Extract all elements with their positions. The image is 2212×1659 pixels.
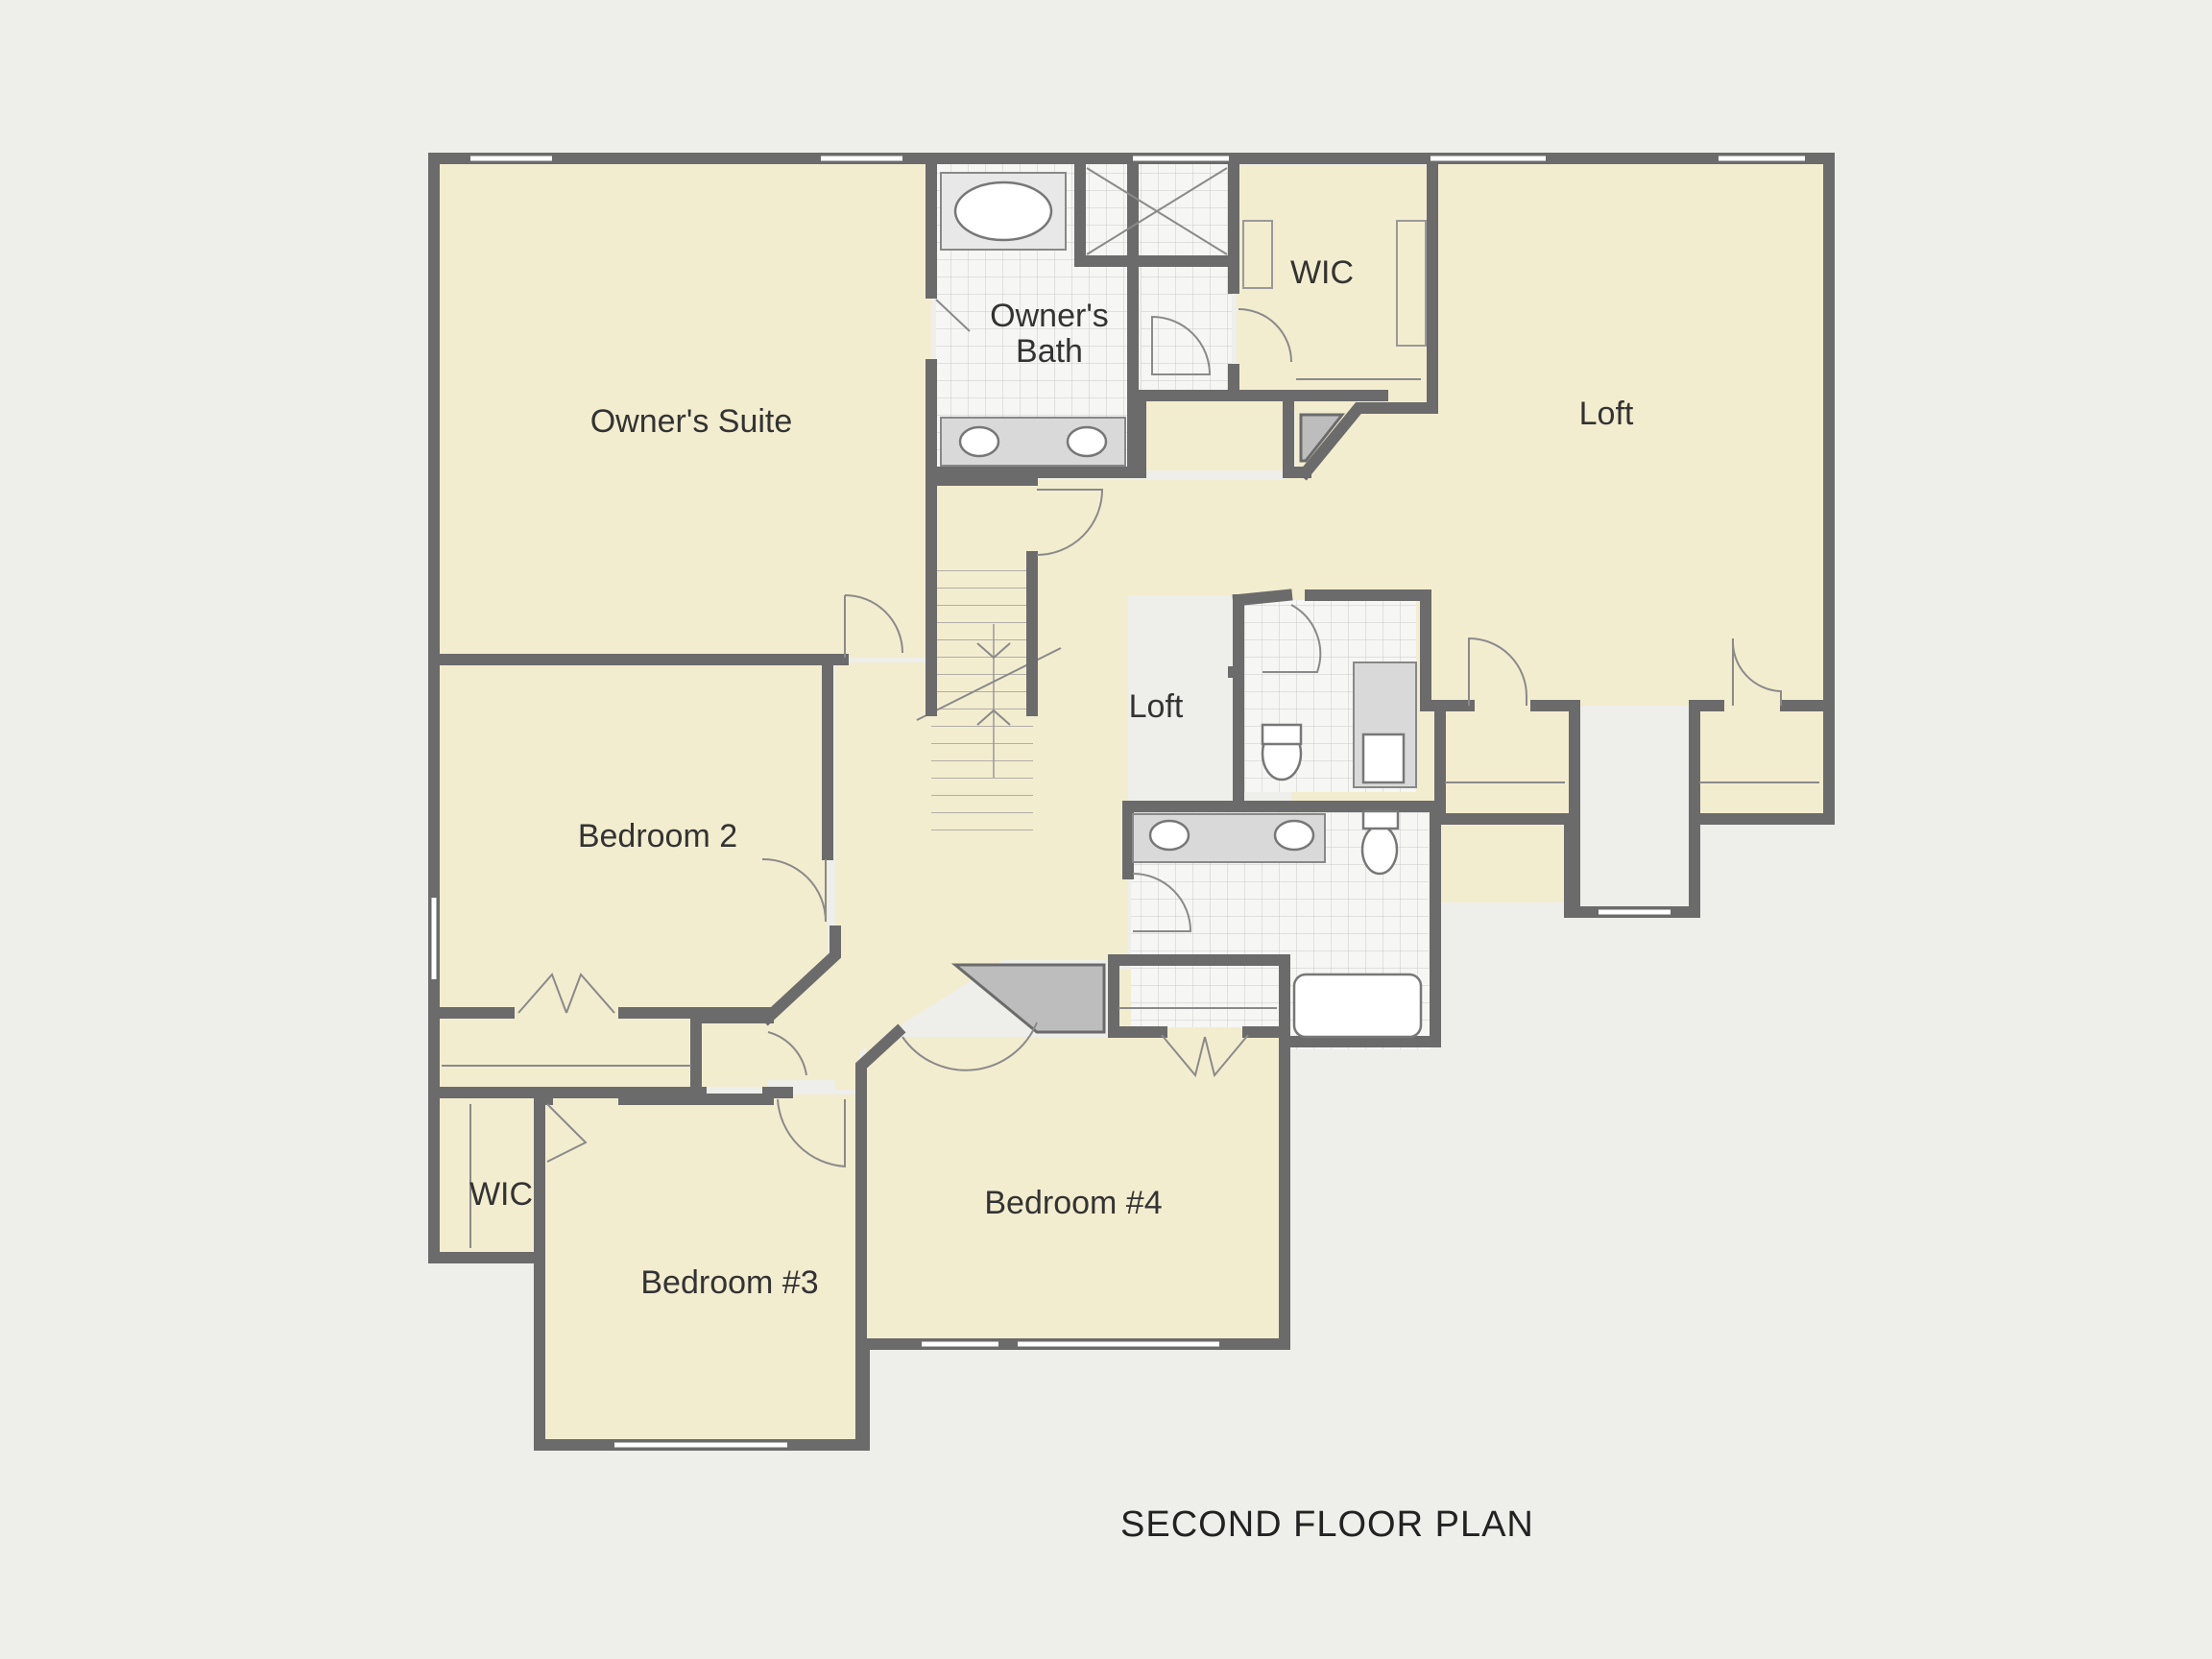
owners-linen-area [1141, 396, 1286, 470]
wic-lower-area [434, 1094, 538, 1253]
stair-arrow-up [976, 709, 1011, 726]
stair-treads [931, 557, 1033, 845]
sink-1 [958, 425, 1000, 458]
room-labels: Owner's Suite Owner's Bath WIC Loft Loft… [469, 254, 1634, 1301]
sink-2 [1066, 425, 1108, 458]
label-loft-right: Loft [1579, 396, 1634, 432]
bedroom2-area [434, 664, 828, 1010]
label-bedroom-2: Bedroom 2 [578, 818, 737, 854]
stair-arrow-down [976, 642, 1011, 660]
bathtub [953, 180, 1053, 242]
fixtures [442, 167, 1819, 1248]
staircase [916, 557, 1062, 845]
bath-toilet-tile [1141, 259, 1232, 394]
hall-toilet-tank [1361, 809, 1400, 830]
label-bedroom-3: Bedroom #3 [640, 1264, 818, 1301]
wic-shelf-left [1242, 220, 1273, 289]
doors [517, 299, 1782, 1168]
loft-closet-left-area [1438, 706, 1568, 811]
bedroom3-area [545, 1094, 862, 1440]
chase-lower [950, 963, 1106, 1034]
label-owners-bath-1: Owner's [990, 298, 1109, 334]
label-wic-lower: WIC [469, 1176, 533, 1213]
windows [431, 156, 1805, 1448]
appliance [1361, 733, 1406, 784]
label-bedroom-4: Bedroom #4 [984, 1185, 1162, 1221]
linen-closet-area [701, 1018, 768, 1087]
wic-shelf-right [1396, 220, 1427, 347]
hall-sink-2 [1273, 819, 1315, 852]
label-owners-suite: Owner's Suite [590, 403, 793, 440]
hall-sink-1 [1148, 819, 1190, 852]
powder-toilet-tank [1261, 723, 1303, 746]
label-wic-upper: WIC [1290, 254, 1354, 291]
chase-upper [1299, 413, 1346, 463]
owners-suite-area [434, 163, 931, 658]
label-loft-center: Loft [1129, 688, 1184, 725]
hall-toilet [1360, 824, 1399, 876]
bedroom2-closet-area [434, 1010, 693, 1087]
bedroom4-area [866, 1037, 1281, 1339]
walls [428, 153, 1835, 1451]
plan-title: SECOND FLOOR PLAN [1120, 1504, 1534, 1545]
hall-bathtub [1292, 973, 1423, 1039]
label-owners-bath-2: Bath [1016, 333, 1083, 370]
loft-closet-right-area [1695, 706, 1819, 811]
